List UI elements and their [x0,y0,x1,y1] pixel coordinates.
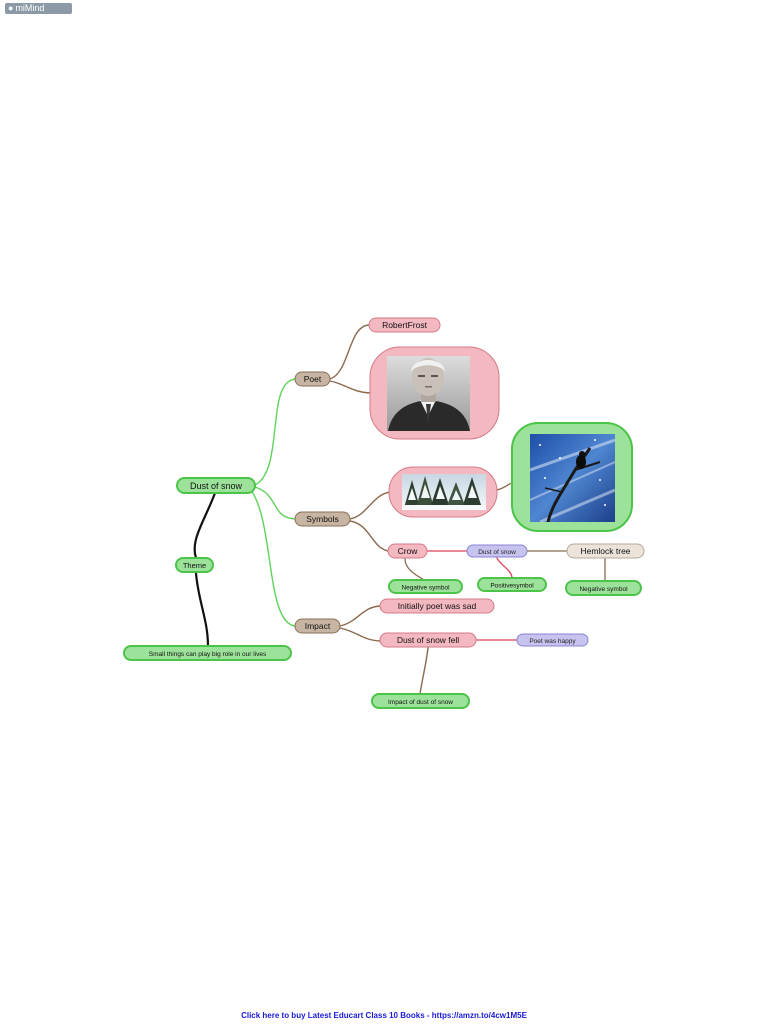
theme-message-node[interactable]: Small things can play big role in our li… [123,645,292,661]
negative-symbol-crow-label: Negative symbol [401,585,450,592]
poet-node[interactable]: Poet [294,371,331,387]
poet-name-node[interactable]: RobertFrost [368,317,441,333]
dust-of-snow-node[interactable]: Dust of snow [466,544,528,558]
symbols-node[interactable]: Symbols [294,511,351,527]
link-fell-impactofdust [419,647,429,695]
impact-label: Impact [305,621,331,631]
negative-symbol-tree-node[interactable]: Negative symbol [565,580,642,596]
crow-node[interactable]: Crow [387,543,428,559]
hemlock-tree-node[interactable]: Hemlock tree [566,543,645,559]
initially-sad-node[interactable]: Initially poet was sad [379,598,495,614]
mimind-logo: ●miMind [5,3,72,14]
link-root-theme [193,491,217,560]
initially-sad-label: Initially poet was sad [398,601,477,611]
link-root-symbols [254,486,297,520]
mimind-brand-text: miMind [15,3,45,13]
link-trees-crowimage [496,482,513,491]
negative-symbol-tree-label: Negative symbol [579,586,628,593]
link-root-impact [249,488,297,627]
link-root-poet [254,378,297,486]
hemlock-tree-label: Hemlock tree [580,546,630,556]
buy-books-link[interactable]: Click here to buy Latest Educart Class 1… [241,1011,527,1020]
snowy-trees-image [402,474,486,510]
poet-portrait-image [387,356,470,431]
link-crow-negative [404,558,425,581]
positive-symbol-label: Positivesymbol [490,583,534,590]
poet-happy-node[interactable]: Poet was happy [516,633,589,647]
root-label: Dust of snow [190,481,243,491]
crow-label: Crow [398,546,419,556]
dust-fell-label: Dust of snow fell [397,635,459,645]
poet-happy-label: Poet was happy [529,638,576,645]
theme-message-label: Small things can play big role in our li… [149,651,267,658]
negative-symbol-crow-node[interactable]: Negative symbol [388,579,463,594]
impact-node[interactable]: Impact [294,618,341,634]
dust-fell-node[interactable]: Dust of snow fell [379,632,477,648]
crow-on-tree-node[interactable] [511,422,633,532]
symbols-label: Symbols [306,514,339,524]
mimind-brain-icon: ● [8,3,14,13]
poet-name-label: RobertFrost [382,320,428,330]
link-dust-positive [496,557,513,579]
link-poet-portrait [329,380,371,394]
link-impact-fell [339,627,381,642]
poet-portrait-node[interactable] [369,346,500,440]
link-symbols-trees [349,491,391,520]
theme-label: Theme [183,561,206,570]
snowy-trees-node[interactable] [388,466,498,518]
dust-of-snow-label: Dust of snow [478,549,516,556]
poet-label: Poet [304,374,322,384]
impact-of-dust-node[interactable]: Impact of dust of snow [371,693,470,709]
link-theme-message [194,571,210,648]
root-node[interactable]: Dust of snow [176,477,256,494]
link-impact-sad [339,605,381,627]
positive-symbol-node[interactable]: Positivesymbol [477,577,547,592]
connectors [193,324,606,695]
crow-on-tree-image [530,434,615,522]
link-poet-name [329,324,370,380]
theme-node[interactable]: Theme [175,557,214,573]
impact-of-dust-label: Impact of dust of snow [388,699,453,706]
link-symbols-crow [349,520,389,552]
